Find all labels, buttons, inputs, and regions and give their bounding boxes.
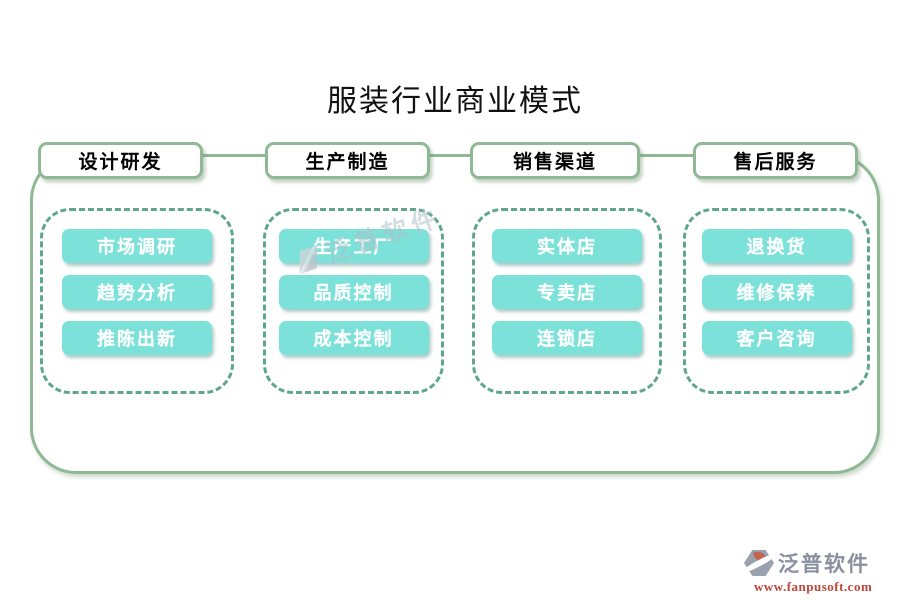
tab-design-rd: 设计研发 (38, 142, 203, 179)
tab-sales-channel-label: 销售渠道 (512, 152, 597, 173)
item-quality-control: 品质控制 (278, 275, 429, 309)
item-physical-store: 实体店 (492, 229, 642, 263)
tab-design-rd-label: 设计研发 (78, 152, 163, 173)
tab-production: 生产制造 (265, 142, 430, 179)
group-production: 生产工厂 品质控制 成本控制 (263, 208, 444, 394)
item-trend-analysis: 趋势分析 (62, 275, 212, 309)
item-specialty-store: 专卖店 (492, 275, 642, 309)
diagram-outer-frame (30, 154, 880, 474)
item-innovation: 推陈出新 (62, 321, 212, 355)
item-market-research: 市场调研 (62, 229, 212, 263)
tab-production-label: 生产制造 (305, 152, 390, 173)
group-sales-channel: 实体店 专卖店 连锁店 (472, 208, 662, 394)
page-title: 服装行业商业模式 (327, 85, 583, 118)
group-after-sales: 退换货 维修保养 客户咨询 (683, 208, 870, 394)
item-chain-store: 连锁店 (492, 321, 642, 355)
item-returns: 退换货 (701, 229, 852, 263)
brand-name: 泛普软件 (778, 552, 870, 576)
tab-sales-channel: 销售渠道 (470, 142, 640, 179)
tab-after-sales-label: 售后服务 (733, 152, 818, 173)
item-customer-consulting: 客户咨询 (701, 321, 852, 355)
item-repair-maintenance: 维修保养 (701, 275, 852, 309)
tab-after-sales: 售后服务 (693, 142, 858, 179)
item-cost-control: 成本控制 (278, 321, 429, 355)
fanpu-logo-icon (741, 549, 779, 577)
footer-branding: 泛普软件 www.fanpusoft.com (741, 548, 884, 595)
brand-url: www.fanpusoft.com (754, 579, 873, 594)
item-factory: 生产工厂 (278, 229, 429, 263)
group-design-rd: 市场调研 趋势分析 推陈出新 (40, 208, 234, 394)
